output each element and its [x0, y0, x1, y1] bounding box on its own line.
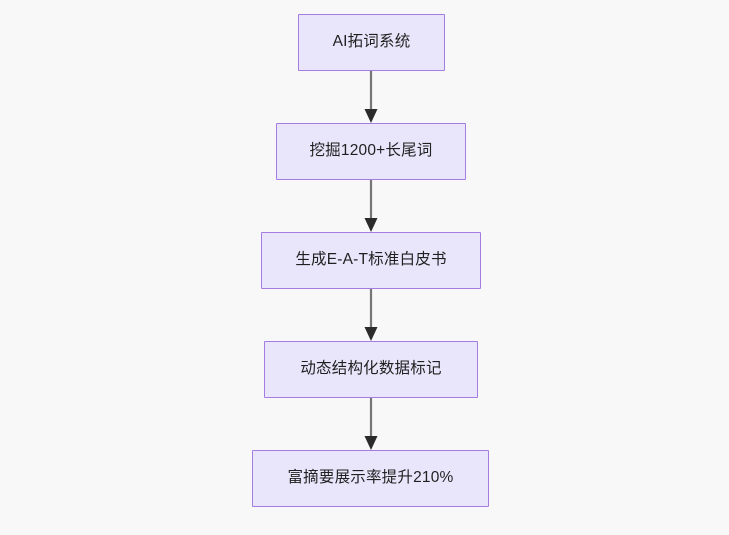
flow-node-mine-longtail-keywords[interactable]: 挖掘1200+长尾词	[276, 123, 466, 180]
flow-edge-4-5	[357, 398, 385, 450]
flow-node-rich-snippet-impression-lift[interactable]: 富摘要展示率提升210%	[252, 450, 489, 507]
flow-node-label: 挖掘1200+长尾词	[309, 142, 433, 160]
flow-node-label: 生成E-A-T标准白皮书	[295, 251, 447, 269]
flow-edge-2-3	[357, 180, 385, 232]
arrowhead-icon	[364, 327, 378, 341]
flow-node-label: 富摘要展示率提升210%	[287, 469, 454, 487]
flow-node-generate-eat-whitepaper[interactable]: 生成E-A-T标准白皮书	[261, 232, 481, 289]
flow-node-label: 动态结构化数据标记	[300, 360, 442, 378]
flow-edge-1-2	[357, 71, 385, 123]
flow-node-label: AI拓词系统	[332, 33, 411, 51]
arrowhead-icon	[364, 218, 378, 232]
flow-edge-3-4	[357, 289, 385, 341]
arrowhead-icon	[364, 109, 378, 123]
flow-node-dynamic-structured-data-markup[interactable]: 动态结构化数据标记	[264, 341, 478, 398]
arrowhead-icon	[364, 436, 378, 450]
flow-node-ai-keyword-system[interactable]: AI拓词系统	[298, 14, 445, 71]
